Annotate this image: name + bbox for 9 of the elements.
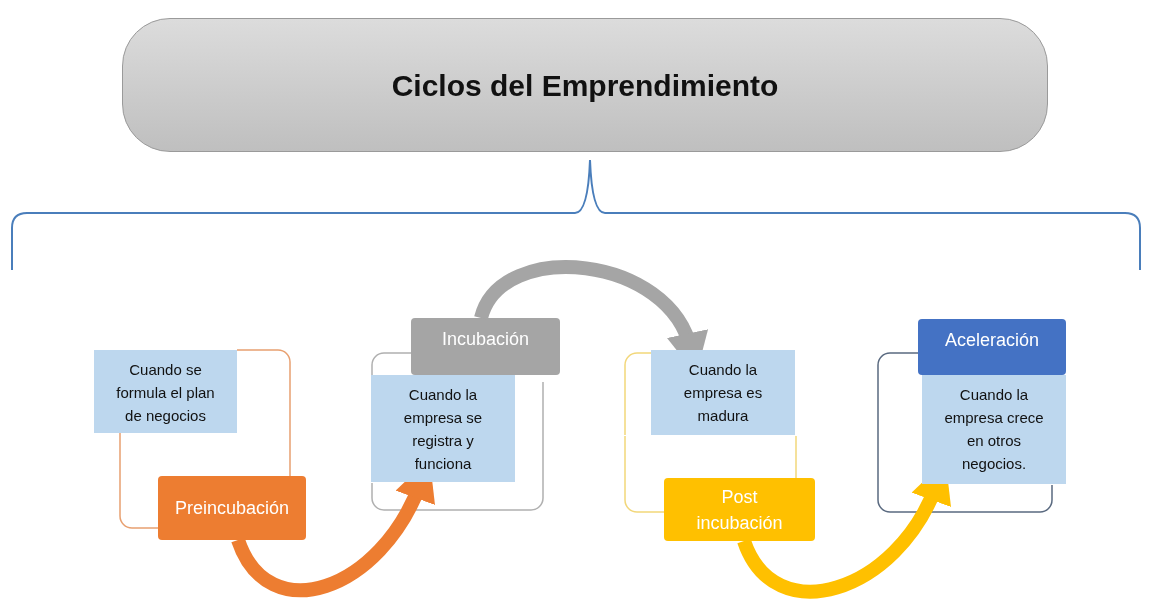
description-box: Cuando se formula el plan de negocios (94, 350, 237, 433)
title-pill: Ciclos del Emprendimiento (122, 18, 1048, 152)
stage-label-box: Incubación (411, 318, 560, 375)
stage-label-box: Post incubación (664, 478, 815, 541)
stage-label-box: Aceleración (918, 319, 1066, 375)
description-box: Cuando la empresa es madura (651, 350, 795, 435)
description-box: Cuando la empresa se registra y funciona (371, 375, 515, 482)
stage-label-box: Preincubación (158, 476, 306, 540)
description-box: Cuando la empresa crece en otros negocios. (922, 375, 1066, 484)
